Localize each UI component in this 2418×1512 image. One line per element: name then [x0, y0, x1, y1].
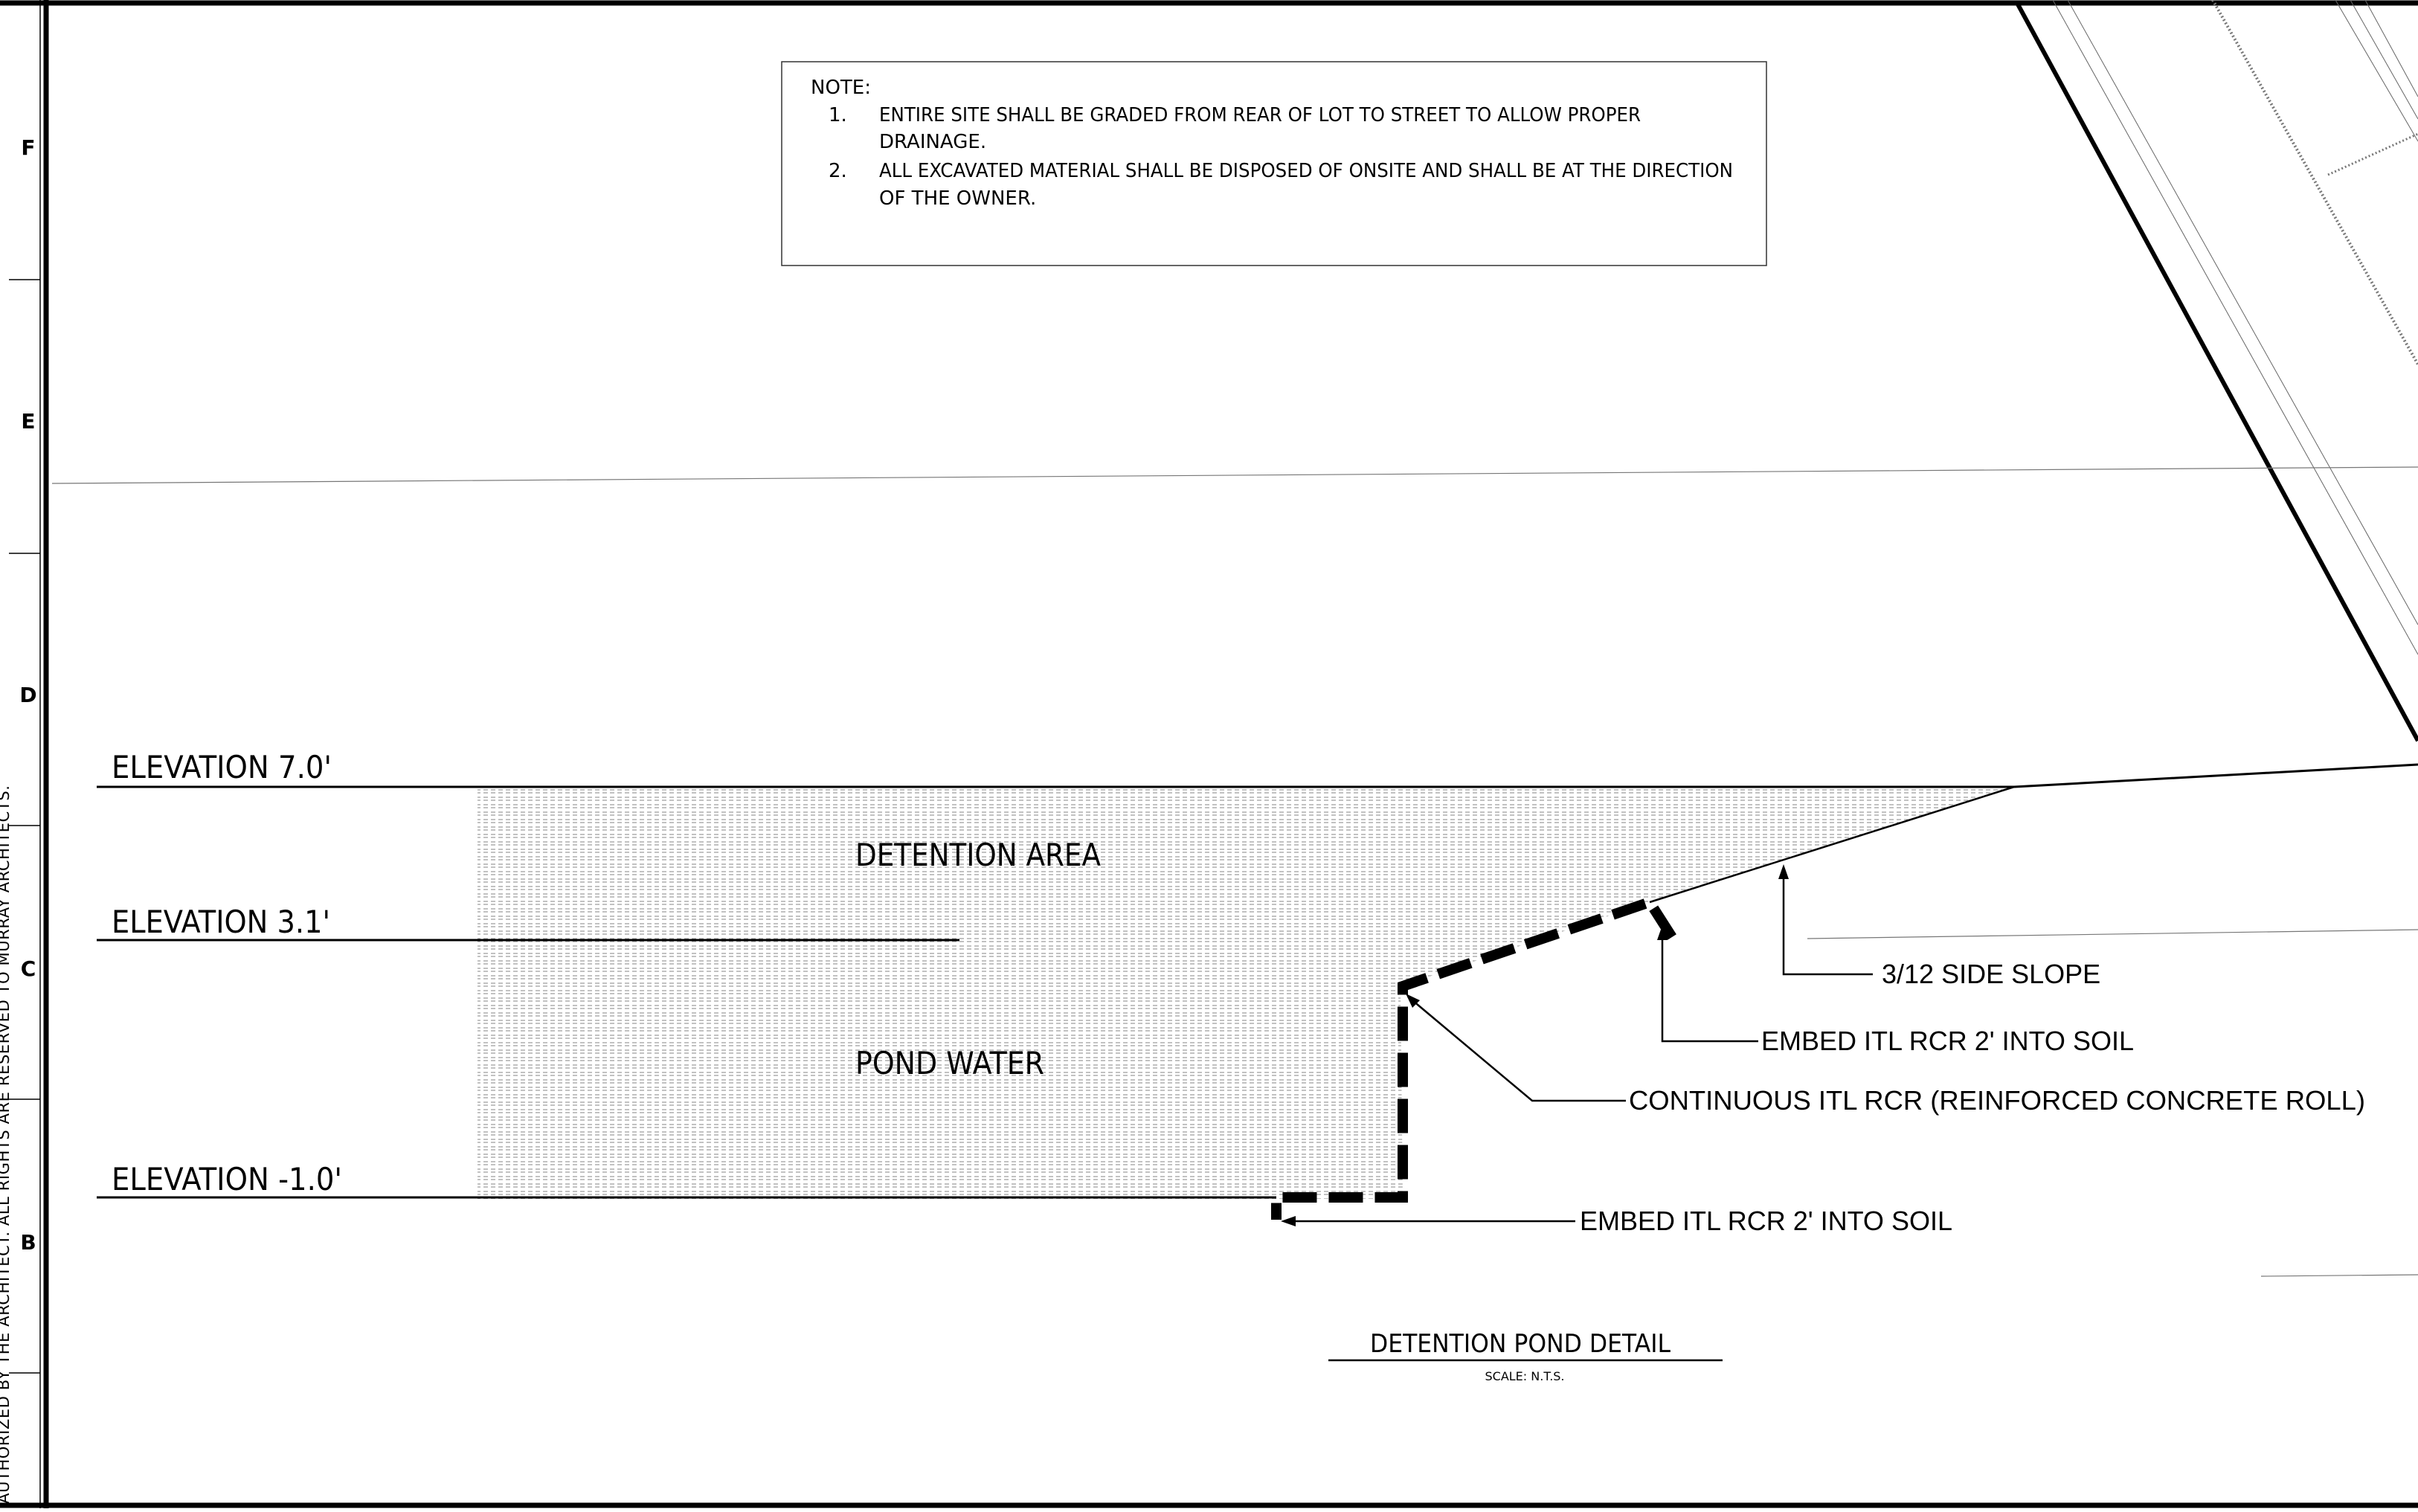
zone-ticks	[9, 279, 40, 1374]
embed-top-callout: EMBED ITL RCR 2' INTO SOIL	[1761, 1026, 2134, 1056]
note-box: NOTE: 1. ENTIRE SITE SHALL BE GRADED FRO…	[781, 61, 1767, 266]
elevation-label-mid: ELEVATION 3.1'	[112, 904, 330, 940]
elevation-lines	[97, 763, 2418, 1199]
zone-letter-f: F	[21, 135, 35, 160]
zone-letter-b: B	[20, 1230, 36, 1255]
detail-title: DETENTION POND DETAIL	[1370, 1329, 1671, 1359]
right-frame-lines	[2015, 0, 2418, 742]
note-1-line-1: ENTIRE SITE SHALL BE GRADED FROM REAR OF…	[879, 104, 1641, 126]
note-2-number: 2.	[829, 160, 847, 182]
elevation-label-top: ELEVATION 7.0'	[112, 749, 332, 785]
zone-letter-e: E	[21, 409, 35, 434]
continuous-rcr-callout: CONTINUOUS ITL RCR (REINFORCED CONCRETE …	[1629, 1085, 2365, 1116]
note-1-line-2: DRAINAGE.	[879, 131, 986, 153]
note-heading: NOTE:	[811, 77, 871, 99]
side-slope-callout: 3/12 SIDE SLOPE	[1882, 959, 2100, 989]
rights-text: AUTHORIZED BY THE ARCHITECT. ALL RIGHTS …	[0, 785, 13, 1504]
leader-arrowheads	[1281, 864, 1789, 1226]
reference-lines	[51, 466, 2418, 1277]
detail-scale: SCALE: N.T.S.	[1485, 1369, 1564, 1383]
pond-water-label: POND WATER	[855, 1045, 1044, 1081]
detention-area-label: DETENTION AREA	[855, 837, 1101, 873]
note-2-line-1: ALL EXCAVATED MATERIAL SHALL BE DISPOSED…	[879, 160, 1733, 182]
side-slope-line	[1649, 785, 2015, 904]
leader-lines	[1285, 867, 1873, 1223]
elevation-label-bottom: ELEVATION -1.0'	[112, 1161, 342, 1197]
embed-bottom-callout: EMBED ITL RCR 2' INTO SOIL	[1580, 1206, 1952, 1236]
zone-letter-d: D	[19, 683, 36, 707]
note-1-number: 1.	[829, 104, 847, 126]
zone-letter-c: C	[21, 956, 36, 981]
pond-hatch-region	[478, 787, 2014, 1199]
note-2-line-2: OF THE OWNER.	[879, 187, 1036, 210]
